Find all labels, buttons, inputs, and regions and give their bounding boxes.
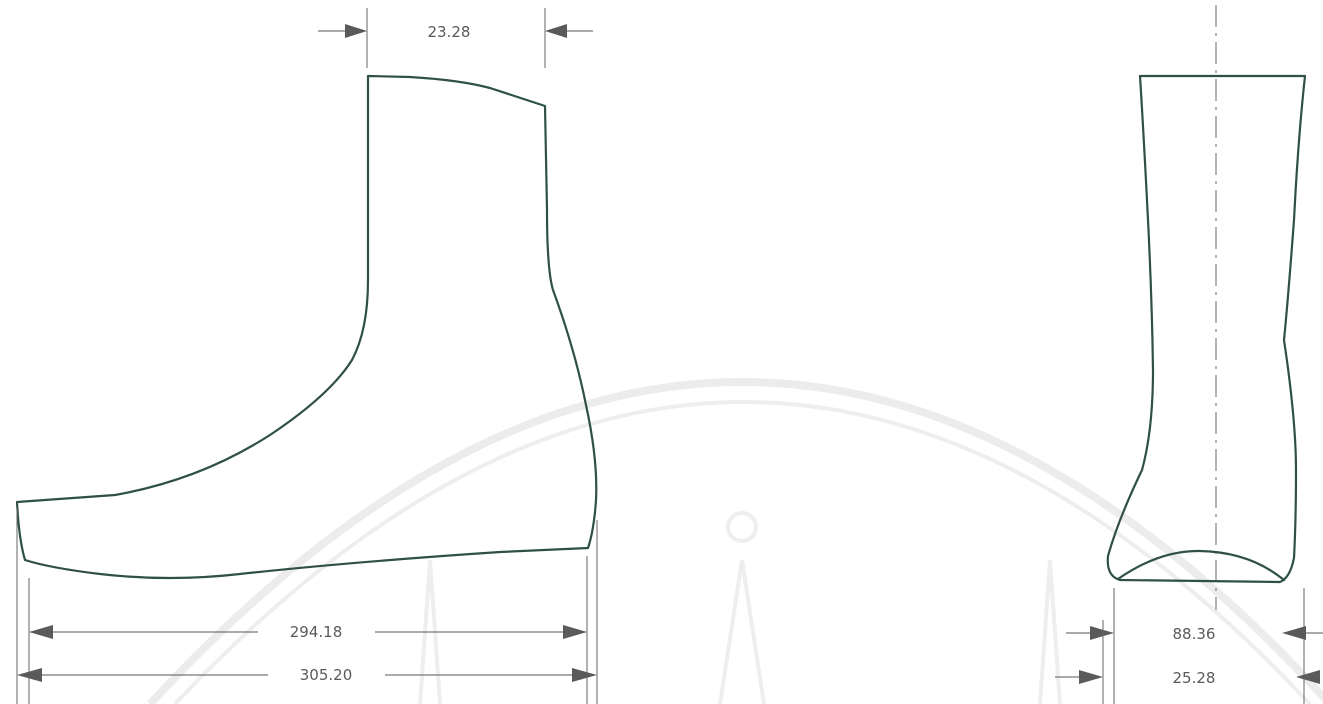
dimension-front-width: 88.36 (1066, 588, 1323, 704)
sole-width-label: 25.28 (1173, 669, 1216, 687)
dimension-sole-width: 25.28 (1055, 620, 1320, 704)
sole-length-label: 294.18 (290, 623, 343, 641)
front-width-label: 88.36 (1173, 625, 1216, 643)
dimension-top-width: 23.28 (318, 8, 593, 68)
front-view-outline (1106, 74, 1307, 584)
front-view: 88.36 25.28 (1055, 5, 1323, 704)
front-view-sole-curve (1116, 549, 1286, 582)
dimension-sole-length: 294.18 (16, 508, 598, 704)
top-width-label: 23.28 (428, 23, 471, 41)
dimension-overall-length: 305.20 (17, 666, 597, 684)
overall-length-label: 305.20 (300, 666, 353, 684)
side-view-outline (15, 74, 598, 580)
watermark-emblem (147, 378, 1323, 704)
side-view: 23.28 294.18 305.20 (15, 8, 598, 704)
